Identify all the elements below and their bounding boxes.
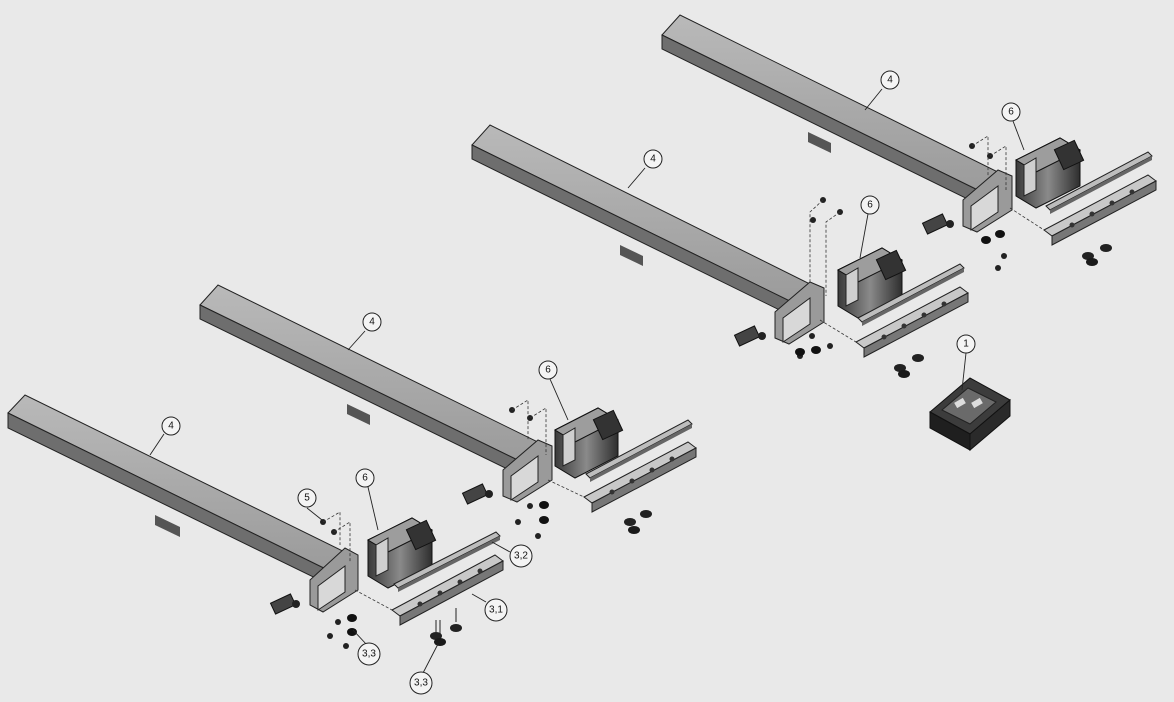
rail-assembly-3 (471, 124, 969, 378)
rail-assembly-1 (7, 394, 504, 649)
fasteners (969, 135, 1045, 271)
strip-plate (1045, 151, 1153, 214)
callout-leaders (149, 88, 1025, 674)
end-bracket (921, 169, 1013, 235)
callout-1-controller: 1 (956, 334, 976, 354)
callout-4-rail-4: 4 (880, 70, 900, 90)
callout-3-3-foot-left: 3,3 (357, 642, 381, 666)
callout-label: 3,1 (489, 605, 503, 616)
callout-label: 6 (545, 365, 551, 376)
callout-3-2-strip-plate: 3,2 (509, 544, 533, 568)
callout-label: 6 (1008, 107, 1014, 118)
callout-label: 1 (963, 339, 969, 350)
callout-6-motor-4: 6 (1001, 102, 1021, 122)
rail-assembly-2 (199, 284, 697, 539)
callout-5-screw: 5 (297, 488, 317, 508)
controller-board (929, 377, 1011, 452)
motor-unit (1014, 137, 1085, 209)
fasteners (509, 399, 585, 539)
callout-label: 4 (168, 421, 174, 432)
feet (624, 510, 652, 534)
mount-plate (583, 441, 697, 513)
strip-plate (585, 419, 693, 482)
mount-plate (391, 554, 504, 626)
callout-label: 3,3 (362, 649, 376, 660)
callout-4-rail-3: 4 (643, 149, 663, 169)
callout-6-motor-3: 6 (860, 195, 880, 215)
rail-beam (661, 14, 1011, 213)
mount-plate (1043, 174, 1157, 246)
callout-6-motor-1: 6 (355, 468, 375, 488)
callout-3-1-mount-plate: 3,1 (484, 598, 508, 622)
callout-4-rail-2: 4 (362, 312, 382, 332)
rail-assembly-4 (661, 14, 1157, 271)
callout-6-motor-2: 6 (538, 360, 558, 380)
callout-label: 3,2 (514, 551, 528, 562)
feet (894, 354, 924, 378)
callout-label: 5 (304, 493, 310, 504)
strip-plate (857, 263, 965, 326)
callout-label: 4 (887, 75, 893, 86)
end-bracket (269, 547, 359, 615)
callout-4-rail-1: 4 (161, 416, 181, 436)
mount-plate (855, 286, 969, 358)
end-bracket (461, 439, 553, 505)
feet (430, 608, 462, 646)
motor-unit (553, 407, 624, 479)
callout-label: 6 (362, 473, 368, 484)
callout-3-3-foot-bottom: 3,3 (409, 671, 433, 695)
feet (1082, 244, 1112, 266)
motor-unit (836, 247, 907, 319)
fasteners (320, 511, 393, 649)
callout-label: 4 (369, 317, 375, 328)
fasteners (795, 197, 857, 359)
callout-label: 6 (867, 200, 873, 211)
callout-label: 3,3 (414, 678, 428, 689)
strip-plate (393, 531, 501, 592)
callout-label: 4 (650, 154, 656, 165)
